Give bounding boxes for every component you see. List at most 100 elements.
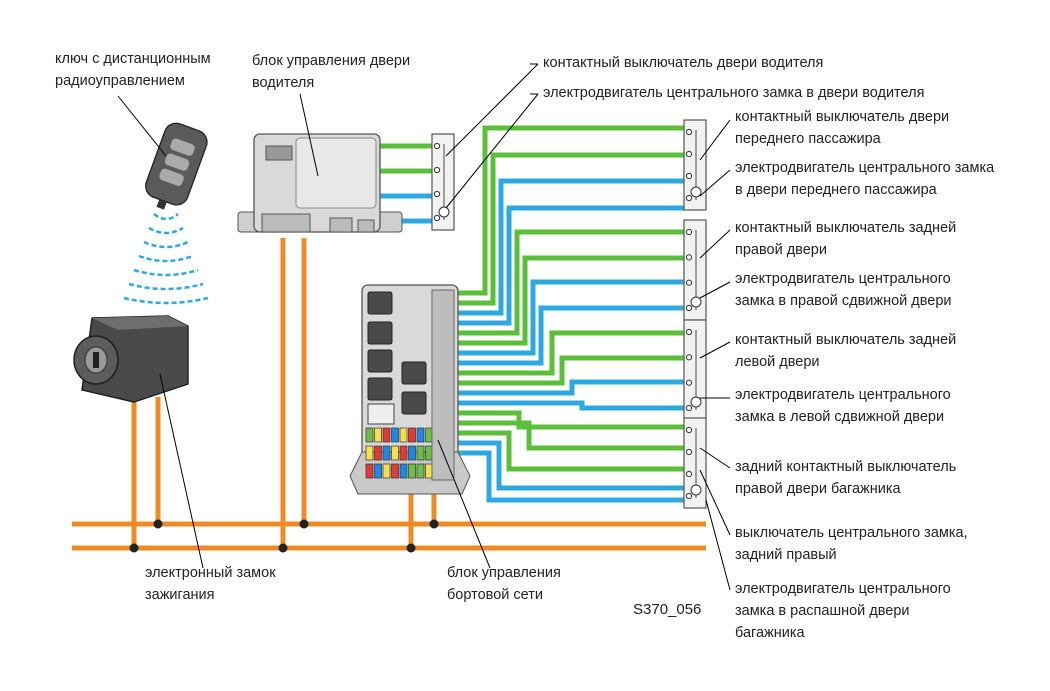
rear-right-connector [683, 219, 707, 321]
trunk-connector-pin-2 [685, 470, 693, 478]
fuse-2-3 [391, 463, 399, 479]
fuse-2-5 [408, 463, 416, 479]
fuse-1-3 [391, 445, 399, 461]
radio-wave-2 [143, 240, 189, 249]
rear-left-connector [683, 319, 707, 421]
trunk-connector [683, 417, 707, 509]
fuse-0-1 [374, 427, 382, 443]
label-driver-lock-motor: электродвигатель центрального замка в дв… [543, 85, 925, 101]
driver-unit-plug-1 [261, 213, 311, 233]
radio-wave-6 [123, 296, 209, 305]
signal-wire-12 [458, 410, 684, 430]
key-button-3 [159, 168, 184, 186]
fuse-1-1 [374, 445, 382, 461]
signal-wire-3 [458, 205, 684, 326]
leader-line-10 [699, 447, 731, 469]
fuse-1-2 [382, 445, 391, 461]
radio-wave-0 [153, 213, 179, 221]
label-remote-key: ключ с дистанционным радиоуправлением [55, 51, 211, 89]
front-passenger-connector [683, 119, 707, 211]
relay-1 [367, 321, 393, 345]
fuse-0-5 [408, 427, 416, 443]
signal-wire-4 [458, 229, 684, 336]
fuse-2-2 [382, 463, 391, 479]
onboard-control-unit [349, 284, 471, 495]
radio-wave-5 [128, 282, 204, 291]
leader-line-14 [437, 439, 491, 569]
radio-wave-1 [148, 226, 184, 235]
key-button-1 [170, 138, 195, 156]
label-rear-right-lock-motor: электродвигатель центрального замка в пр… [735, 271, 952, 309]
rear-right-connector-pin-1 [685, 254, 693, 261]
key-ring-mount [156, 199, 167, 210]
rear-left-connector-pin-0 [685, 328, 693, 336]
driver-unit-plug-2 [329, 217, 353, 233]
leader-line-1 [299, 93, 319, 177]
bus-junction-1 [153, 519, 163, 529]
rear-left-connector-pin-3 [685, 404, 693, 412]
relay-0 [367, 291, 393, 315]
leader-line-12 [705, 499, 731, 591]
leader-line-2 [445, 63, 539, 157]
fuse-0-0 [365, 427, 374, 443]
fuse-0-3 [391, 427, 399, 443]
signal-wire-9 [458, 355, 684, 386]
trunk-connector-pin-0 [685, 426, 693, 434]
leader-line-5 [699, 169, 731, 197]
rear-left-connector-motor-symbol [690, 396, 702, 408]
label-ignition-lock: электронный замок зажигания [145, 565, 276, 603]
driver-door-connector [431, 133, 455, 231]
bus-junction-5 [429, 519, 439, 529]
label-front-passenger-lock-motor: электродвигатель центрального замка в дв… [735, 160, 995, 198]
driver-unit-lid [295, 137, 377, 209]
fuse-1-5 [408, 445, 416, 461]
fuse-1-0 [365, 445, 374, 461]
signal-wire-10 [458, 379, 684, 396]
signal-wire-7 [458, 305, 684, 366]
label-rear-right-contact-switch: контактный выключатель задней правой две… [735, 220, 957, 258]
fuse-2-6 [416, 463, 425, 479]
driver-door-connector-body [431, 133, 455, 231]
leader-line-8 [699, 341, 731, 359]
diagnostic-socket [367, 403, 395, 425]
leader-lines-layer [117, 63, 731, 591]
relay-5 [401, 391, 427, 415]
driver-door-connector-pin-0 [433, 142, 441, 150]
trunk-connector-pin-3 [685, 492, 693, 500]
label-front-passenger-contact-switch: контактный выключатель двери переднего п… [735, 109, 950, 147]
signal-wire-1 [458, 152, 684, 306]
fuse-1-4 [399, 445, 408, 461]
rear-left-connector-pin-1 [685, 354, 693, 361]
rear-right-connector-pin-0 [685, 228, 693, 236]
leader-line-4 [699, 119, 731, 161]
front-passenger-connector-pin-3 [685, 194, 693, 202]
driver-unit-port [265, 145, 293, 161]
driver-door-connector-pin-2 [433, 190, 441, 198]
ignition-top [92, 316, 188, 330]
label-driver-contact-switch: контактный выключатель двери водителя [543, 55, 824, 71]
signal-wire-2 [458, 178, 684, 316]
fuse-2-1 [374, 463, 382, 479]
rear-right-connector-pin-2 [685, 279, 693, 286]
fuse-1-6 [416, 445, 425, 461]
components-layer [73, 119, 707, 509]
leader-line-0 [117, 95, 167, 157]
signal-wire-6 [458, 279, 684, 356]
trunk-connector-body [683, 417, 707, 509]
front-passenger-connector-pin-1 [685, 150, 693, 158]
bus-junction-0 [129, 543, 139, 553]
trunk-connector-motor-symbol [690, 484, 702, 496]
radio-wave-3 [138, 254, 194, 263]
fuse-1-7 [425, 445, 433, 461]
key-button-2 [164, 153, 190, 171]
signal-wire-5 [458, 255, 684, 346]
signal-wire-8 [458, 330, 684, 376]
bus-junction-4 [406, 543, 416, 553]
label-rear-lock-switch: выключатель центрального замка, задний п… [735, 525, 968, 563]
wires-layer [72, 125, 706, 553]
label-driver-door-unit: блок управления двери водителя [252, 53, 411, 91]
driver-door-connector-pin-3 [433, 214, 441, 222]
leader-line-6 [699, 229, 731, 259]
relay-4 [401, 361, 427, 385]
